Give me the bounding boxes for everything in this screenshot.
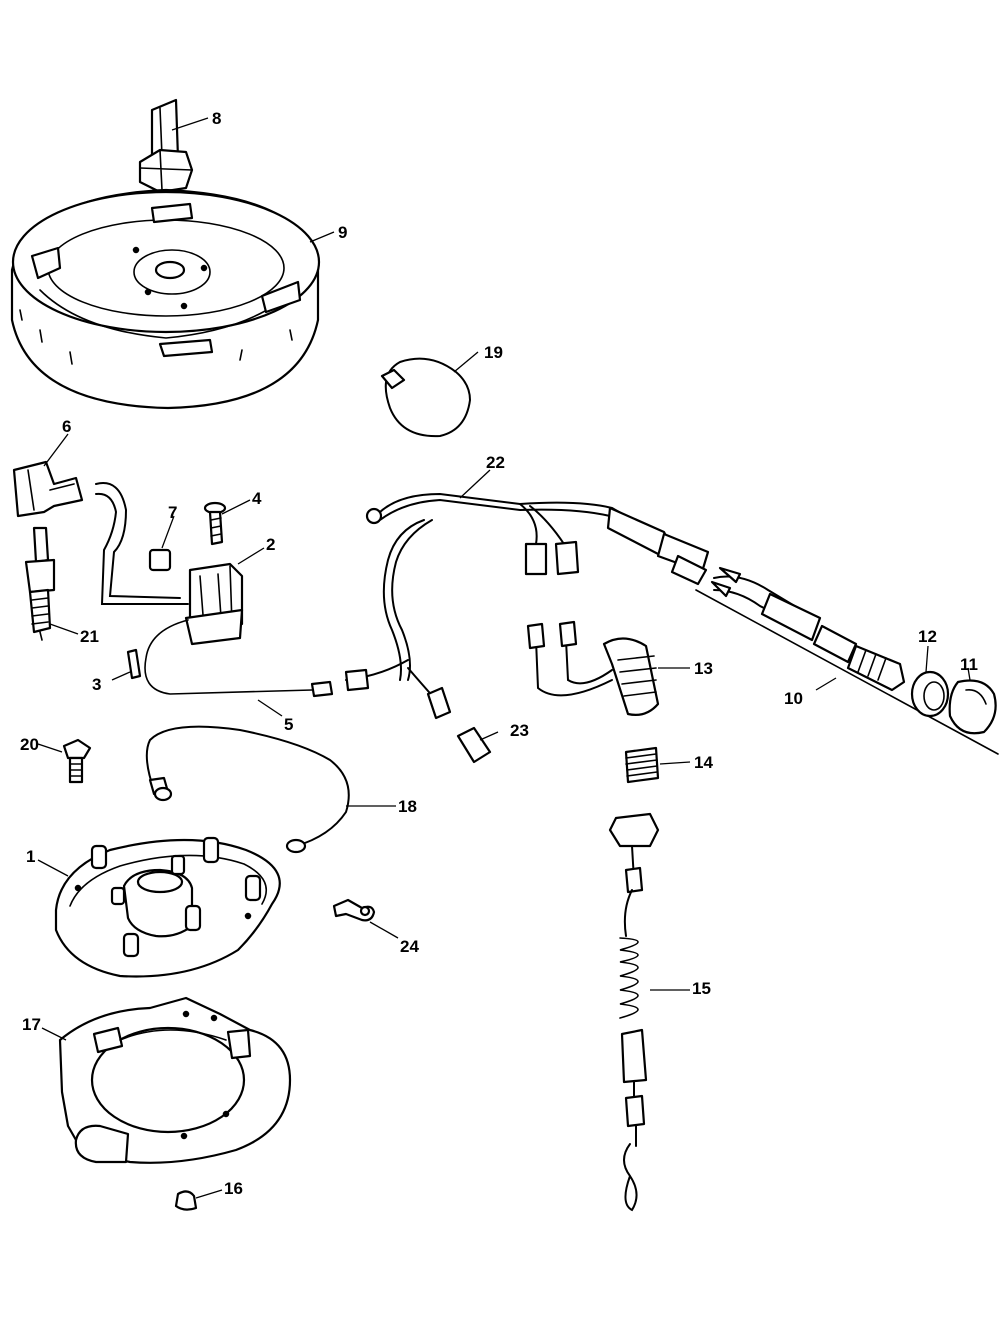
callout-11: 11 (960, 655, 978, 674)
callout-13: 13 (694, 659, 713, 678)
part-3-pin (126, 648, 142, 680)
part-11-cap (948, 679, 997, 735)
part-5-ground-wire (144, 619, 334, 698)
callout-4: 4 (252, 489, 262, 508)
callout-22: 22 (486, 453, 505, 472)
callout-7: 7 (168, 503, 177, 522)
callout-16: 16 (224, 1179, 243, 1198)
part-19-wire-clip (380, 357, 472, 438)
callout-18: 18 (398, 797, 417, 816)
callout-24: 24 (400, 937, 419, 956)
callout-1: 1 (26, 847, 35, 866)
part-13-lanyard-switch (526, 620, 660, 716)
part-8-flywheel-nut (138, 98, 194, 194)
part-4-screw (203, 501, 227, 546)
callout-5: 5 (284, 715, 293, 734)
callout-6: 6 (62, 417, 71, 436)
part-20-screw (62, 738, 92, 784)
part-7-pin (148, 548, 172, 572)
callout-10: 10 (784, 689, 803, 708)
callout-15: 15 (692, 979, 711, 998)
part-18-ground-lead (145, 725, 350, 854)
callout-23: 23 (510, 721, 529, 740)
part-16-key (174, 1190, 198, 1211)
part-1-stator-plate (54, 836, 281, 978)
part-10-stop-switch (695, 566, 999, 755)
callout-14: 14 (694, 753, 713, 772)
part-15-lanyard (608, 812, 660, 1212)
callout-8: 8 (212, 109, 221, 128)
callout-2: 2 (266, 535, 275, 554)
callout-21: 21 (80, 627, 99, 646)
part-9-flywheel (10, 188, 321, 410)
callout-3: 3 (92, 675, 101, 694)
callout-19: 19 (484, 343, 503, 362)
callout-9: 9 (338, 223, 347, 242)
part-22-wiring-harness (344, 492, 710, 720)
part-21-spark-plug (24, 526, 56, 641)
callout-17: 17 (22, 1015, 41, 1034)
part-24-clamp (332, 898, 376, 922)
part-14-spring (624, 746, 660, 784)
part-2-ignition-coil (184, 562, 244, 646)
part-12-nut (910, 670, 950, 718)
leader-lines (37, 117, 971, 1199)
callout-12: 12 (918, 627, 937, 646)
part-17-timer-base (58, 996, 292, 1164)
callout-20: 20 (20, 735, 39, 754)
part-23-terminal-sleeve (456, 726, 492, 764)
callout-labels: 8 9 19 6 7 4 2 21 3 5 22 23 13 14 10 12 … (20, 109, 978, 1198)
part-6-spark-plug-boot (12, 460, 189, 605)
